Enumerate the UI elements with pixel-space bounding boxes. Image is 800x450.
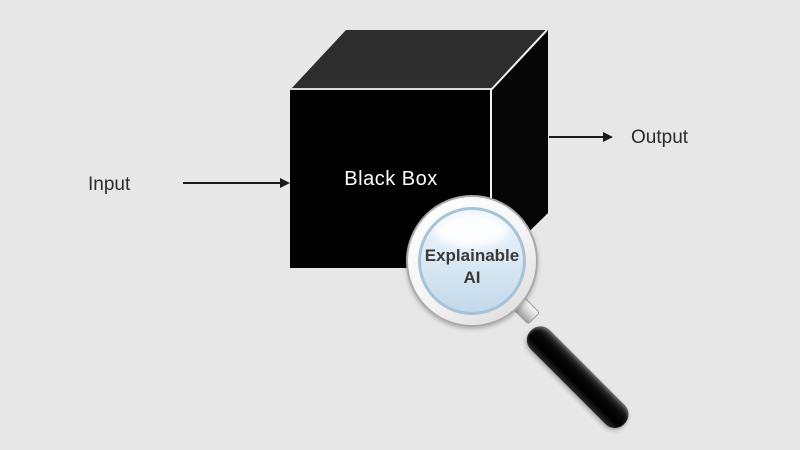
explainable-ai-line2: AI xyxy=(463,268,481,287)
explainable-ai-line1: Explainable xyxy=(424,246,520,265)
cube-edge-front-top xyxy=(290,88,492,90)
output-arrowhead-icon xyxy=(603,132,613,142)
lens-highlight xyxy=(434,214,508,248)
explainable-ai-label: Explainable AI xyxy=(406,245,538,289)
input-arrow xyxy=(183,182,281,184)
output-label: Output xyxy=(631,127,689,148)
black-box-label: Black Box xyxy=(344,168,438,190)
output-arrow xyxy=(549,136,604,138)
cube-edge-front-right xyxy=(490,89,492,268)
input-label: Input xyxy=(88,174,131,195)
magnifier-handle xyxy=(521,320,634,434)
input-arrowhead-icon xyxy=(280,178,290,188)
magnifier-lens xyxy=(418,207,526,315)
